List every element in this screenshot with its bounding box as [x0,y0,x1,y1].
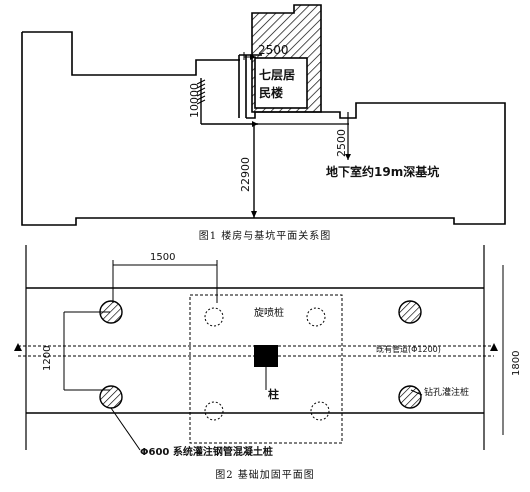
pile-dashed [310,401,330,421]
pile-dashed [204,307,224,327]
dim-1200-label: 1200 [42,345,53,371]
outline-top [22,31,240,76]
bored-pile-label: 钻孔灌注桩 [424,388,470,398]
dim-1800-label: 1800 [511,350,522,376]
dim-1500-label: 1500 [150,252,176,263]
figure-1-drawing [21,4,506,226]
column-label: 柱 [268,388,279,401]
building-label-line1: 七层居 [259,68,296,82]
figure-2: 1500 旋喷桩 1200 既有管道(Φ1200) 柱 1800 钻孔灌注桩 Φ… [0,245,530,492]
pile-hatched [398,300,422,324]
outline-mid [246,102,506,225]
pile-dashed [204,401,224,421]
pile-hatched [99,300,123,324]
figure-1: 2500 七层居 民楼 10000 2500 22900 地下室约19m深基坑 … [0,0,530,245]
figure-2-drawing [14,245,504,451]
dim-pit-2500-label: 2500 [335,129,348,157]
column [254,345,278,367]
dim-22900-label: 22900 [239,157,252,192]
building-label-box [254,57,308,109]
dim-top-label: 2500 [258,43,289,57]
building-label-line2: 民楼 [259,86,284,100]
dim-10000-label: 10000 [188,83,201,118]
figure-1-caption: 图1 楼房与基坑平面关系图 [198,231,332,242]
figure-2-caption: 图2 基础加固平面图 [215,470,315,481]
pile-dashed [306,307,326,327]
pit-label: 地下室约19m深基坑 [326,165,440,179]
steel-pipe-pile-label: Φ600 系统灌注钢管混凝土桩 [140,447,273,458]
outline-left [21,32,255,226]
jet-grout-pile-label: 旋喷桩 [254,308,284,319]
pile-hatched [398,385,422,409]
pile-hatched [99,385,123,409]
pipe-label: 既有管道(Φ1200) [376,345,441,354]
